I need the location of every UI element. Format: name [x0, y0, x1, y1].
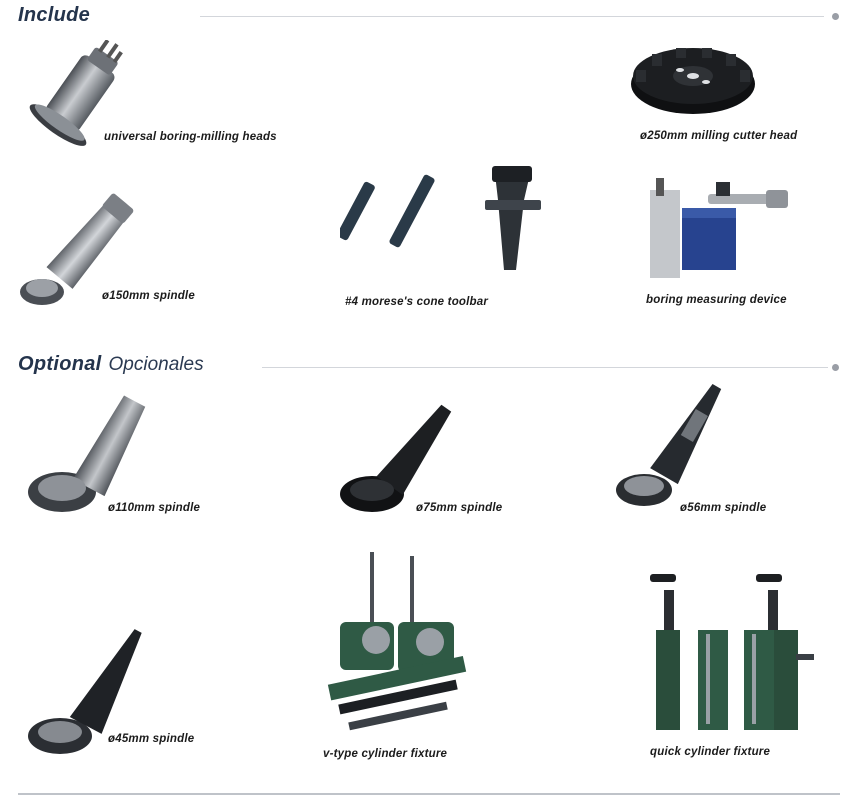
- include-rule: [200, 16, 824, 17]
- measuring-device-icon: [646, 174, 796, 280]
- include-dot-icon: [832, 13, 839, 20]
- label-milling-cutter-head: ø250mm milling cutter head: [640, 130, 798, 142]
- milling-cutter-head-icon: [628, 40, 758, 118]
- boring-milling-head-icon: [18, 40, 138, 160]
- label-spindle-56: ø56mm spindle: [680, 502, 767, 514]
- label-spindle-150: ø150mm spindle: [102, 290, 195, 302]
- label-spindle-110: ø110mm spindle: [108, 502, 201, 514]
- label-cone-toolbar: #4 morese's cone toolbar: [345, 296, 489, 308]
- optional-heading: Optional Opcionales: [18, 353, 204, 376]
- label-spindle-45: ø45mm spindle: [108, 733, 195, 745]
- spindle-45-icon: [24, 624, 164, 774]
- optional-dot-icon: [832, 364, 839, 371]
- bottom-divider: [18, 793, 840, 795]
- spindle-56-icon: [610, 378, 730, 524]
- spindle-110-icon: [24, 386, 164, 526]
- label-measuring-device: boring measuring device: [646, 294, 787, 306]
- label-v-fixture: v-type cylinder fixture: [323, 748, 448, 760]
- optional-title: Optional: [18, 353, 102, 375]
- optional-rule: [262, 367, 828, 368]
- spindle-150-icon: [16, 188, 156, 318]
- v-fixture-icon: [318, 552, 478, 742]
- cone-toolbar-icon: [340, 160, 550, 282]
- label-quick-fixture: quick cylinder fixture: [650, 746, 771, 758]
- spindle-75-icon: [336, 398, 466, 534]
- label-spindle-75: ø75mm spindle: [416, 502, 503, 514]
- label-boring-milling-heads: universal boring-milling heads: [104, 131, 277, 143]
- quick-fixture-icon: [646, 574, 816, 734]
- include-title: Include: [18, 4, 91, 26]
- include-heading: Include: [18, 4, 90, 27]
- optional-subtitle: Opcionales: [108, 354, 204, 375]
